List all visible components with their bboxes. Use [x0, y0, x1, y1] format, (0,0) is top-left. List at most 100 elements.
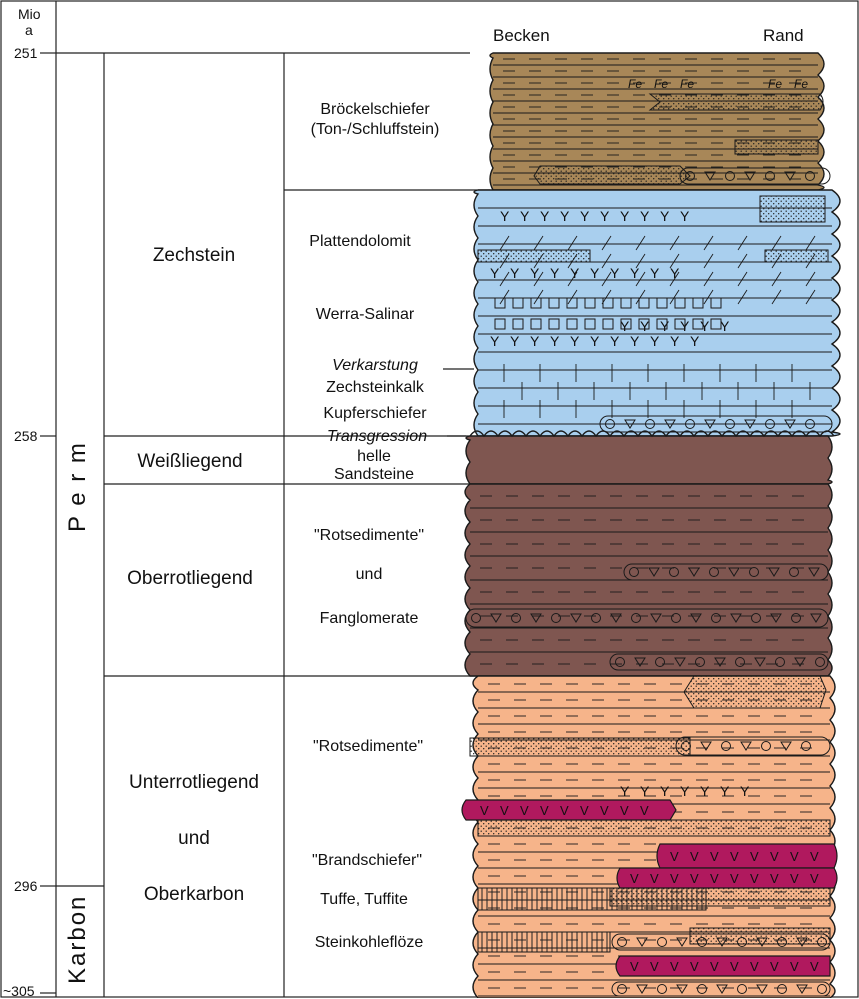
- age-tick-305: ~305: [3, 983, 35, 999]
- halite-symbol: [692, 318, 704, 330]
- halite-symbol: [656, 318, 668, 330]
- tuff-symbol: V: [640, 803, 649, 818]
- dolomite-mark: [737, 235, 748, 251]
- halite-symbol: [692, 297, 704, 309]
- dolomite-mark: [499, 235, 510, 251]
- pebble-circle: [657, 984, 667, 994]
- pebble-triangle: [570, 613, 582, 623]
- pebble-circle: [815, 657, 825, 667]
- halite-symbol: [548, 318, 560, 330]
- sand-lens: [734, 139, 819, 155]
- pebble-circle: [817, 984, 827, 994]
- anhydrite-symbol: Y: [570, 333, 580, 349]
- pebble-triangle: [634, 657, 646, 667]
- pebble-circle: [737, 984, 747, 994]
- pebble-circle: [591, 613, 601, 623]
- conglomerate-band: [611, 981, 831, 997]
- pebble-triangle: [610, 613, 622, 623]
- label-helle: helle: [357, 448, 391, 465]
- pebble-triangle: [796, 937, 808, 947]
- dolomite-mark: [703, 271, 714, 287]
- anhydrite-symbol: Y: [550, 265, 560, 281]
- anhydrite-symbol: Y: [540, 208, 550, 224]
- halite-symbol: [620, 297, 632, 309]
- conglomerate-band: [609, 653, 829, 671]
- dolomite-mark: [533, 289, 544, 305]
- anhydrite-symbol: Y: [680, 783, 690, 799]
- anhydrite-symbol: Y: [630, 333, 640, 349]
- dolomite-mark: [533, 253, 544, 269]
- anhydrite-symbol: Y: [570, 265, 580, 281]
- pebble-circle: [735, 657, 745, 667]
- anhydrite-symbol: Y: [490, 333, 500, 349]
- tuff-symbol: V: [730, 871, 739, 886]
- pebble-circle: [617, 937, 627, 947]
- pebble-circle: [721, 741, 731, 751]
- pebble-triangle: [674, 657, 686, 667]
- pebble-circle: [775, 657, 785, 667]
- pebble-triangle: [490, 613, 502, 623]
- anhydrite-symbol: Y: [530, 265, 540, 281]
- pebble-circle: [617, 984, 627, 994]
- tuff-symbol: V: [790, 959, 799, 974]
- anhydrite-symbol: Y: [510, 265, 520, 281]
- dolomite-mark: [567, 289, 578, 305]
- halite-symbol: [494, 297, 506, 309]
- anhydrite-symbol: Y: [620, 783, 630, 799]
- pebble-circle: [631, 613, 641, 623]
- unit-zechstein: Zechstein: [152, 245, 236, 266]
- iron-symbol: Fe: [794, 77, 808, 91]
- anhydrite-symbol: Y: [740, 783, 750, 799]
- pebble-triangle: [648, 567, 660, 577]
- dolomite-mark: [805, 271, 816, 287]
- pebble-circle: [725, 419, 735, 429]
- dolomite-mark: [669, 271, 680, 287]
- label-zechsteinkalk: Zechsteinkalk: [326, 379, 424, 396]
- tuff-symbol: V: [810, 959, 819, 974]
- tuff-symbol: V: [480, 803, 489, 818]
- anhydrite-symbol: Y: [530, 333, 540, 349]
- anhydrite-symbol: Y: [600, 208, 610, 224]
- tuff-symbol: V: [750, 871, 759, 886]
- dolomite-mark: [805, 253, 816, 269]
- iron-symbol: Fe: [628, 77, 642, 91]
- pebble-circle: [669, 567, 679, 577]
- sand-lens: [759, 195, 826, 223]
- anhydrite-symbol: Y: [650, 265, 660, 281]
- tuff-symbol: V: [630, 959, 639, 974]
- pebble-triangle: [810, 613, 822, 623]
- dolomite-mark: [567, 271, 578, 287]
- anhydrite-symbol: Y: [660, 783, 670, 799]
- tuff-symbol: V: [620, 803, 629, 818]
- pebble-triangle: [794, 657, 806, 667]
- pebble-circle: [655, 657, 665, 667]
- anhydrite-symbol: Y: [500, 208, 510, 224]
- halite-symbol: [710, 318, 722, 330]
- dolomite-mark: [635, 235, 646, 251]
- pebble-triangle: [730, 613, 742, 623]
- halite-symbol: [530, 297, 542, 309]
- pebble-circle: [737, 937, 747, 947]
- sand-lens: [764, 249, 829, 263]
- tuff-symbol: V: [500, 803, 509, 818]
- pebble-circle: [817, 937, 827, 947]
- pebble-triangle: [530, 613, 542, 623]
- halite-symbol: [674, 318, 686, 330]
- label-steinkohlefloeze: Steinkohleflöze: [314, 934, 424, 951]
- dolomite-mark: [771, 289, 782, 305]
- sand-lens: [477, 819, 831, 837]
- dolomite-mark: [805, 235, 816, 251]
- dolomite-mark: [567, 235, 578, 251]
- pebble-circle: [777, 937, 787, 947]
- conglomerate-band: [465, 608, 829, 628]
- pebble-circle: [725, 171, 735, 181]
- sand-lens: [683, 675, 827, 709]
- pebble-triangle: [768, 567, 780, 577]
- tuff-band: [461, 799, 677, 821]
- pebble-triangle: [740, 741, 752, 751]
- tuff-symbol: V: [710, 849, 719, 864]
- anhydrite-symbol: Y: [580, 208, 590, 224]
- halite-symbol: [656, 297, 668, 309]
